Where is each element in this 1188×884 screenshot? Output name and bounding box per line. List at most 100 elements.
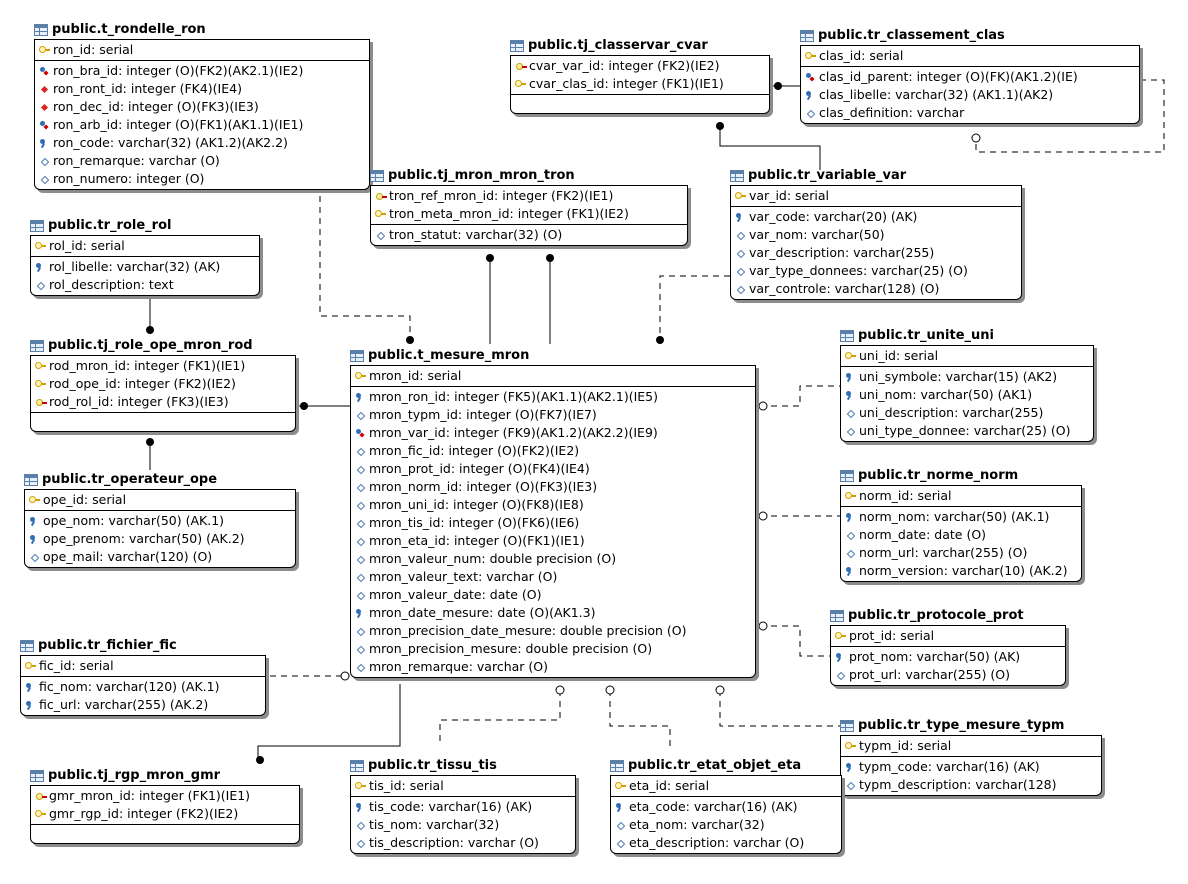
attribute-label: tis_nom: varchar(32) <box>369 817 500 832</box>
key-attribute-row: fic_id: serial <box>21 657 265 675</box>
attribute-label: rod_ope_id: integer (FK2)(IE2) <box>49 376 236 391</box>
primary-key-icon <box>735 191 746 200</box>
attribute-icon <box>356 465 365 474</box>
attribute-row: mron_valeur_num: double precision (O) <box>351 550 755 568</box>
attribute-label: tron_meta_mron_id: integer (FK1)(IE2) <box>389 206 629 221</box>
entity-tj-mron-mron-tron[interactable]: public.tj_mron_mron_tron tron_ref_mron_i… <box>370 166 688 246</box>
attribute-row: mron_remarque: varchar (O) <box>351 658 755 676</box>
attribute-row: mron_tis_id: integer (O)(FK6)(IE6) <box>351 514 755 532</box>
attribute-label: eta_code: varchar(16) (AK) <box>629 799 798 814</box>
attribute-row: mron_norm_id: integer (O)(FK3)(IE3) <box>351 478 755 496</box>
alternate-key-icon <box>356 609 365 618</box>
attribute-label: tron_statut: varchar(32) (O) <box>389 227 563 242</box>
attribute-label: tis_id: serial <box>369 778 444 793</box>
attribute-label: uni_symbole: varchar(15) (AK2) <box>859 369 1058 384</box>
attribute-row: fic_nom: varchar(120) (AK.1) <box>21 678 265 696</box>
attribute-label: clas_definition: varchar <box>819 105 965 120</box>
entity-tj-classervar-cvar[interactable]: public.tj_classervar_cvar cvar_var_id: i… <box>510 36 770 114</box>
key-attribute-row: rod_rol_id: integer (FK3)(IE3) <box>31 393 295 411</box>
key-attribute-row: tron_ref_mron_id: integer (FK2)(IE1) <box>371 187 687 205</box>
table-icon <box>830 610 844 622</box>
key-attribute-row: eta_id: serial <box>611 777 841 795</box>
table-icon <box>24 474 38 486</box>
key-attribute-row: prot_id: serial <box>831 627 1065 645</box>
attribute-icon <box>616 821 625 830</box>
primary-key-icon <box>375 209 386 218</box>
attribute-icon <box>736 267 745 276</box>
attribute-label: typm_id: serial <box>859 738 952 753</box>
attribute-icon <box>356 839 365 848</box>
foreign-key-icon <box>376 192 387 201</box>
entity-tr-classement-clas[interactable]: public.tr_classement_clas clas_id: seria… <box>800 26 1140 124</box>
attribute-row: prot_nom: varchar(50) (AK) <box>831 648 1065 666</box>
table-icon <box>840 330 854 342</box>
attribute-icon <box>846 409 855 418</box>
foreign-key-icon <box>36 398 47 407</box>
entity-tr-type-mesure-typm[interactable]: public.tr_type_mesure_typm typm_id: seri… <box>840 716 1102 796</box>
attribute-row: mron_var_id: integer (FK9)(AK1.2)(AK2.2)… <box>351 424 755 442</box>
attribute-row: rol_description: text <box>31 276 259 294</box>
attribute-row: rol_libelle: varchar(32) (AK) <box>31 258 259 276</box>
attribute-icon <box>356 627 365 636</box>
attribute-label: ron_dec_id: integer (O)(FK3)(IE3) <box>53 99 259 114</box>
entity-tj-rgp-mron-gmr[interactable]: public.tj_rgp_mron_gmr gmr_mron_id: inte… <box>30 766 300 844</box>
entity-tr-protocole-prot[interactable]: public.tr_protocole_prot prot_id: serial… <box>830 606 1066 686</box>
attribute-row: norm_date: date (O) <box>841 526 1081 544</box>
attribute-row: mron_valeur_date: date (O) <box>351 586 755 604</box>
attribute-icon <box>356 519 365 528</box>
attribute-label: mron_id: serial <box>369 368 462 383</box>
attribute-label: eta_nom: varchar(32) <box>629 817 765 832</box>
key-attribute-row: gmr_mron_id: integer (FK1)(IE1) <box>31 787 299 805</box>
primary-key-icon <box>25 661 36 670</box>
attribute-label: ron_id: serial <box>53 42 134 57</box>
attribute-icon <box>836 671 845 680</box>
attribute-label: ron_bra_id: integer (O)(FK2)(AK2.1)(IE2) <box>53 63 304 78</box>
attribute-row: ron_ront_id: integer (FK4)(IE4) <box>35 80 369 98</box>
attribute-icon <box>846 781 855 790</box>
key-attribute-row: uni_id: serial <box>841 347 1093 365</box>
key-attribute-row: rod_mron_id: integer (FK1)(IE1) <box>31 357 295 375</box>
attribute-row: mron_precision_date_mesure: double preci… <box>351 622 755 640</box>
attribute-row: var_description: varchar(255) <box>731 244 1021 262</box>
attribute-icon <box>846 549 855 558</box>
attribute-label: eta_description: varchar (O) <box>629 835 805 850</box>
alternate-key-icon <box>30 535 39 544</box>
attribute-label: clas_id_parent: integer (O)(FK)(AK1.2)(I… <box>819 69 1078 84</box>
entity-tj-role-ope-mron-rod[interactable]: public.tj_role_ope_mron_rod rod_mron_id:… <box>30 336 296 432</box>
link-var-mron <box>659 275 730 340</box>
key-attribute-row: var_id: serial <box>731 187 1021 205</box>
attribute-row: eta_nom: varchar(32) <box>611 816 841 834</box>
attribute-label: mron_norm_id: integer (O)(FK3)(IE3) <box>369 479 598 494</box>
attribute-label: mron_prot_id: integer (O)(FK4)(IE4) <box>369 461 590 476</box>
attribute-label: cvar_clas_id: integer (FK1)(IE1) <box>529 76 724 91</box>
entity-title: public.tj_classervar_cvar <box>528 38 708 53</box>
attribute-label: mron_precision_date_mesure: double preci… <box>369 623 687 638</box>
primary-key-icon <box>35 379 46 388</box>
attribute-icon <box>376 231 385 240</box>
attribute-label: typm_description: varchar(128) <box>859 777 1057 792</box>
link-ron-mron <box>319 196 411 340</box>
attribute-icon <box>806 109 815 118</box>
entity-title: public.tr_type_mesure_typm <box>858 718 1065 733</box>
primary-key-icon <box>355 371 366 380</box>
attribute-label: tis_description: varchar (O) <box>369 835 539 850</box>
entity-title: public.tr_protocole_prot <box>848 608 1024 623</box>
attribute-icon <box>356 821 365 830</box>
key-attribute-row: tis_id: serial <box>351 777 575 795</box>
link-clas-var <box>719 122 821 170</box>
alternate-key-icon <box>356 393 365 402</box>
attribute-label: ope_mail: varchar(120) (O) <box>43 549 213 564</box>
alternate-key-icon <box>26 701 35 710</box>
attribute-row: typm_code: varchar(16) (AK) <box>841 758 1101 776</box>
alternate-key-icon <box>616 803 625 812</box>
